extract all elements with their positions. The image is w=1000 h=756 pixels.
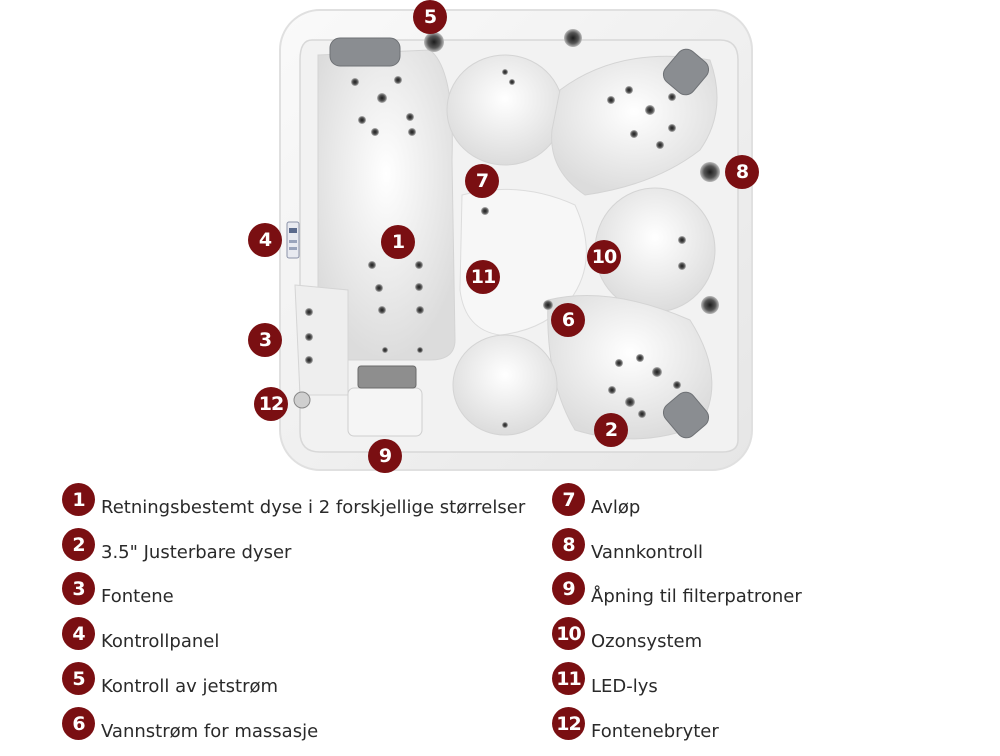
pillow-top-left: [329, 37, 401, 67]
hot-tub-diagram: 1 2 3 4 5 6 7 8 9 10 11 12: [248, 0, 759, 473]
water-control-knob: [700, 162, 720, 182]
marker-9: 9: [368, 439, 402, 473]
legend-label-5: Kontroll av jetstrøm: [101, 676, 279, 697]
legend-badge-2: 2: [62, 528, 95, 561]
legend-label-10: Ozonsystem: [591, 631, 703, 652]
legend-label-12: Fontenebryter: [591, 721, 719, 742]
legend-label-9: Åpning til filterpatroner: [591, 586, 802, 607]
hot-tub-illustration: [279, 9, 753, 471]
legend-label-8: Vannkontroll: [591, 542, 704, 563]
legend-badge-8: 8: [552, 528, 585, 561]
filter-opening-graphic: [347, 387, 423, 437]
legend-badge-5: 5: [62, 662, 95, 695]
marker-11: 11: [466, 260, 500, 294]
legend-badge-10: 10: [552, 617, 585, 650]
pillow-top-right: [662, 48, 710, 96]
legend-item-4: 4 Kontrollpanel: [62, 617, 220, 654]
legend-item-1: 1 Retningsbestemt dyse i 2 forskjellige …: [62, 483, 526, 520]
legend-badge-3: 3: [62, 572, 95, 605]
marker-3: 3: [248, 323, 282, 357]
marker-12: 12: [254, 387, 288, 421]
marker-7: 7: [465, 164, 499, 198]
legend-badge-7: 7: [552, 483, 585, 516]
legend-item-2: 2 3.5" Justerbare dyser: [62, 528, 292, 565]
legend-item-6: 6 Vannstrøm for massasje: [62, 707, 319, 744]
legend-badge-12: 12: [552, 707, 585, 740]
legend-item-11: 11 LED-lys: [552, 662, 658, 699]
marker-10: 10: [587, 240, 621, 274]
legend-item-9: 9 Åpning til filterpatroner: [552, 572, 802, 609]
legend-label-6: Vannstrøm for massasje: [101, 721, 319, 742]
jets: [305, 69, 686, 428]
legend-label-3: Fontene: [101, 586, 174, 607]
marker-1: 1: [381, 225, 415, 259]
corner-seat-top-right: [551, 55, 718, 196]
legend-badge-1: 1: [62, 483, 95, 516]
legend-item-12: 12 Fontenebryter: [552, 707, 719, 744]
jet-control-knob: [424, 32, 444, 52]
legend-badge-4: 4: [62, 617, 95, 650]
left-ledge: [294, 284, 349, 396]
legend-label-4: Kontrollpanel: [101, 631, 220, 652]
legend-label-11: LED-lys: [591, 676, 658, 697]
legend-item-5: 5 Kontroll av jetstrøm: [62, 662, 279, 699]
legend-item-10: 10 Ozonsystem: [552, 617, 703, 654]
marker-2: 2: [594, 413, 628, 447]
bottom-seat: [452, 334, 558, 436]
legend-badge-11: 11: [552, 662, 585, 695]
legend-label-2: 3.5" Justerbare dyser: [101, 542, 292, 563]
marker-6: 6: [551, 303, 585, 337]
marker-5: 5: [413, 0, 447, 34]
legend-item-3: 3 Fontene: [62, 572, 174, 609]
legend-item-7: 7 Avløp: [552, 483, 641, 520]
pillow-bottom-right: [662, 391, 710, 439]
fountain-switch-knob: [293, 391, 311, 409]
legend-badge-6: 6: [62, 707, 95, 740]
marker-4: 4: [248, 223, 282, 257]
legend-item-8: 8 Vannkontroll: [552, 528, 704, 565]
legend-label-1: Retningsbestemt dyse i 2 forskjellige st…: [101, 497, 526, 518]
legend-label-7: Avløp: [591, 497, 641, 518]
marker-8: 8: [725, 155, 759, 189]
legend-badge-9: 9: [552, 572, 585, 605]
